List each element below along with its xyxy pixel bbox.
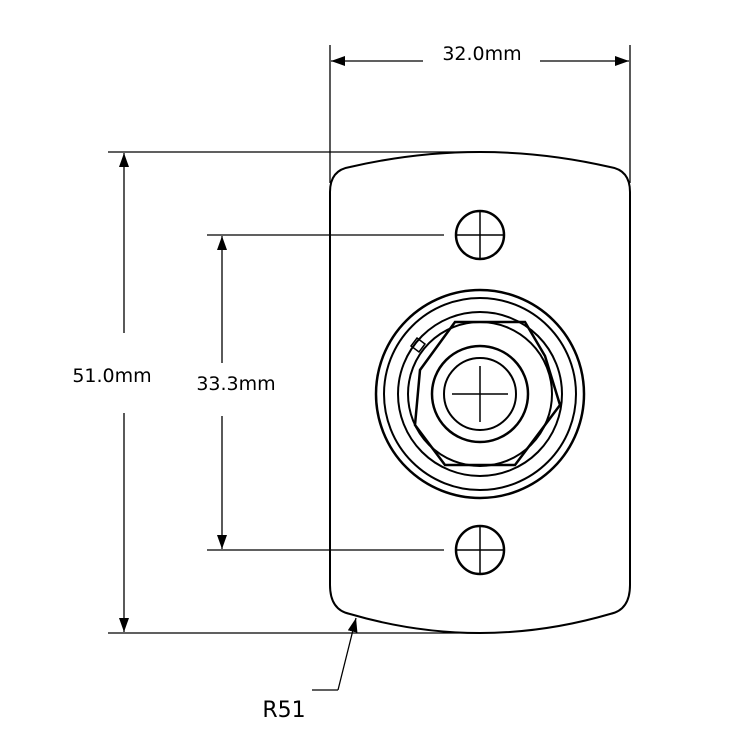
mounting-hole-bottom [454,524,506,576]
hole-spacing-dimension: 33.3mm [196,234,444,551]
radius-leader-diagonal [337,617,358,691]
jack-thread-ring [407,321,553,467]
jack-assembly [374,288,586,500]
radius-callout: R51 [262,617,358,723]
height-label: 51.0mm [72,365,151,387]
height-dimension: 51.0mm [72,151,480,634]
mounting-hole-top [454,209,506,261]
width-dimension: 32.0mm [329,43,631,183]
jack-washer-tab [409,336,427,354]
width-label: 32.0mm [442,43,521,65]
jack-outer-ring-inner [383,297,577,491]
jack-washer [397,311,563,477]
radius-label: R51 [262,698,305,723]
jack-outer-ring [374,288,586,500]
plate-outline [329,150,631,635]
hole-spacing-label: 33.3mm [196,373,275,395]
jack-socket-inner [443,357,517,431]
jack-socket-outer [430,344,530,444]
